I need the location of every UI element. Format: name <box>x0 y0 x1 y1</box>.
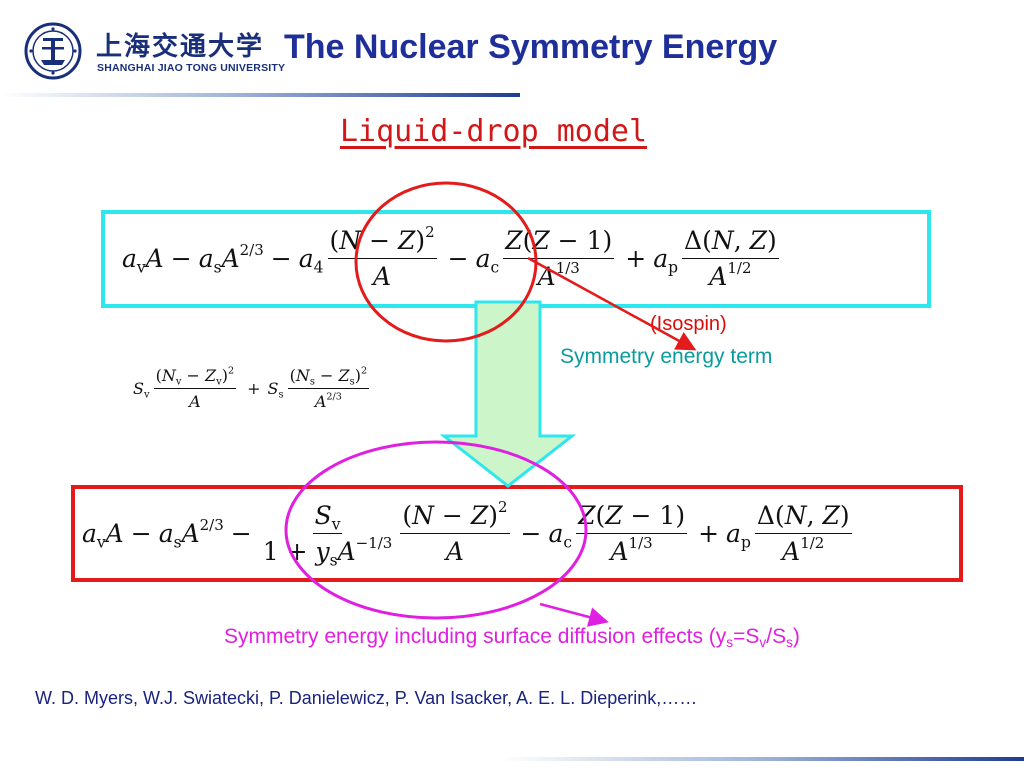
slide-subtitle: Liquid-drop model <box>340 114 648 149</box>
symmetry-term-label: Symmetry energy term <box>560 345 773 368</box>
university-name-english: SHANGHAI JIAO TONG UNIVERSITY <box>97 62 286 74</box>
header-divider <box>0 93 520 97</box>
surface-diffusion-label: Symmetry energy including surface diffus… <box>224 625 800 651</box>
university-seal-icon <box>24 22 82 80</box>
university-name-chinese: 上海交通大学 <box>96 32 265 62</box>
surface-pointer-arrow <box>539 602 609 627</box>
down-arrow-shape <box>439 300 577 488</box>
authors-reference: W. D. Myers, W.J. Swiatecki, P. Danielew… <box>35 688 698 708</box>
isospin-label: (Isospin) <box>650 313 727 335</box>
page-title: The Nuclear Symmetry Energy <box>284 28 778 66</box>
footer-divider <box>500 757 1024 761</box>
